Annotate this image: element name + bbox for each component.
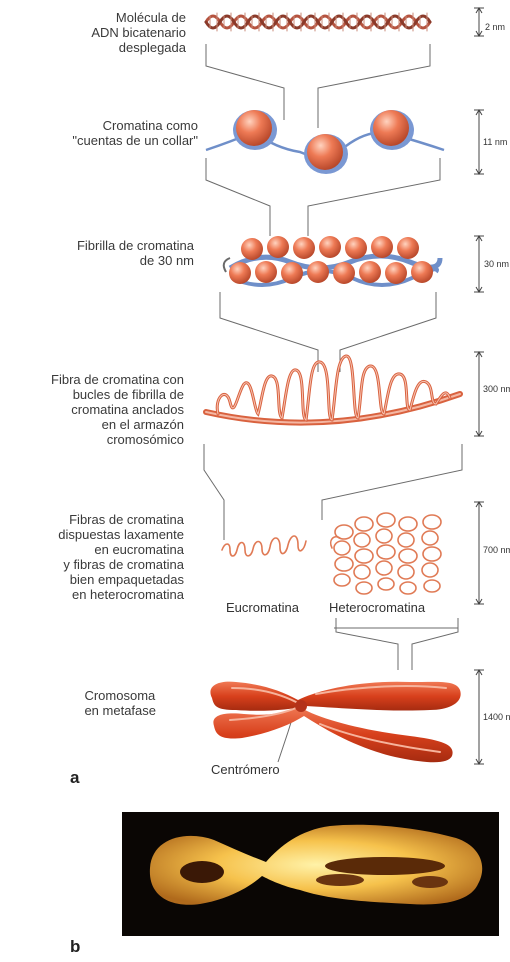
beads-on-a-string bbox=[206, 110, 444, 174]
euchromatin-heterochromatin-fibers bbox=[222, 513, 441, 594]
dna-double-helix bbox=[206, 13, 430, 31]
metaphase-chromosome bbox=[210, 682, 460, 763]
heterochromatin-coils bbox=[334, 513, 441, 594]
30nm-chromatin-fibril bbox=[224, 236, 440, 285]
looped-fiber-on-scaffold bbox=[206, 356, 460, 423]
chromosome-micrograph bbox=[122, 812, 499, 936]
scale-bars bbox=[474, 8, 484, 764]
